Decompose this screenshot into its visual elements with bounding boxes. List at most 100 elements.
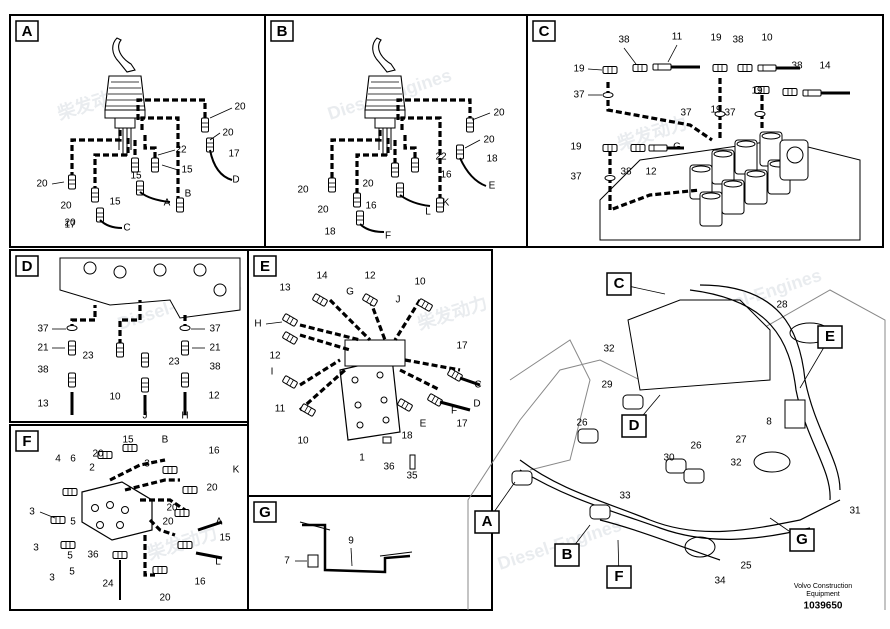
overview-callout-c: C — [614, 275, 625, 292]
hose-line — [439, 400, 471, 412]
panel-letter: B — [277, 23, 288, 40]
leader-line — [161, 164, 179, 171]
callout-c-17: 37 — [570, 172, 582, 183]
callout-c-12: 37 — [724, 108, 736, 119]
hose-fitting — [456, 144, 464, 160]
panel-letter-box — [270, 20, 294, 42]
bolt-hole — [382, 416, 390, 424]
overview-callout-a: A — [482, 513, 493, 530]
overview-number-3: 29 — [601, 380, 613, 391]
callout-c-13: 19 — [570, 142, 582, 153]
callout-e-3: 13 — [279, 283, 291, 294]
panel-letter-box — [253, 501, 277, 523]
valve-assembly — [627, 299, 771, 391]
screw-35 — [409, 454, 416, 470]
fitting — [416, 297, 434, 313]
callout-c-10: 19 — [710, 105, 722, 116]
callout-b-0: 20 — [493, 108, 505, 119]
callout-e-20: 35 — [406, 471, 418, 482]
port — [113, 265, 127, 279]
overview-callout-box-b — [554, 543, 580, 567]
callout-c-11: 37 — [680, 108, 692, 119]
dashed-hose — [143, 135, 157, 160]
fitting — [281, 374, 299, 390]
callout-a-6: 20 — [36, 179, 48, 190]
callout-a-3: 15 — [181, 165, 193, 176]
callout-c-5: 19 — [710, 33, 722, 44]
leader-line — [667, 44, 678, 63]
fitting — [152, 566, 168, 574]
hose-fitting — [356, 210, 364, 226]
fitting — [60, 541, 76, 549]
callout-d-5: 23 — [168, 357, 180, 368]
bolt-hole — [376, 371, 384, 379]
dashed-hose — [404, 358, 461, 372]
mounting-plate — [339, 357, 401, 441]
callout-c-1: 11 — [672, 32, 683, 43]
fitting — [299, 402, 317, 418]
dashed-hose — [396, 98, 472, 120]
hose-end — [802, 89, 822, 97]
elbow-fitting — [602, 66, 618, 74]
hose-fitting — [206, 137, 214, 153]
callout-a-7: 15 — [130, 171, 142, 182]
valve-spool — [711, 149, 735, 185]
callout-f-16: 3 — [33, 543, 39, 554]
callout-e-1: 12 — [364, 271, 376, 282]
callout-b-9: K — [443, 198, 450, 209]
valve-spool — [721, 179, 745, 215]
port — [116, 521, 124, 529]
fitting — [632, 64, 648, 72]
callout-e-0: 14 — [316, 271, 328, 282]
valve-spool — [744, 169, 768, 205]
hose-line — [459, 157, 487, 187]
panel-letter: C — [539, 23, 550, 40]
callout-a-12: 15 — [109, 197, 121, 208]
hose-fitting — [391, 162, 399, 178]
overview-callout-g: G — [796, 531, 808, 548]
fitting — [281, 312, 299, 328]
callout-c-4: 10 — [761, 33, 773, 44]
overview-callout-e: E — [825, 328, 835, 345]
hose-line — [209, 149, 233, 181]
valve-spool — [734, 139, 758, 175]
dashed-hose — [93, 138, 130, 190]
callout-c-16: 12 — [645, 167, 657, 178]
hose-fitting — [411, 157, 419, 173]
overview-number-11: 25 — [740, 561, 752, 572]
callout-e-2: 10 — [414, 277, 426, 288]
port — [193, 263, 207, 277]
hose-line — [689, 289, 831, 501]
panel-frame — [526, 14, 884, 248]
callout-e-7: 12 — [269, 351, 281, 362]
dashed-hose — [109, 458, 166, 482]
fitting — [630, 144, 646, 152]
callout-f-2: 20 — [92, 449, 104, 460]
overview-callout-box-f — [606, 565, 632, 589]
callout-f-4: 16 — [208, 446, 220, 457]
bolt-hole — [356, 421, 364, 429]
dashed-hose — [124, 478, 180, 492]
port — [213, 283, 227, 297]
bolt-7 — [307, 554, 319, 568]
overview-number-10: 33 — [619, 491, 631, 502]
leader-line — [209, 132, 221, 141]
callout-d-8: 38 — [209, 362, 221, 373]
port — [153, 263, 167, 277]
callout-f-0: 15 — [122, 435, 134, 446]
callout-c-0: 38 — [618, 35, 630, 46]
leader-line — [51, 181, 65, 185]
o-ring — [754, 111, 766, 117]
o-ring — [66, 325, 78, 331]
dashed-hose — [299, 323, 361, 342]
hose-fitting — [91, 187, 99, 203]
overview-number-6: 26 — [690, 441, 702, 452]
dashed-hose — [148, 518, 176, 537]
callout-a-14: C — [123, 223, 130, 234]
hose-loop — [753, 451, 791, 473]
callout-e-10: I — [271, 367, 274, 378]
callout-c-15: 38 — [620, 167, 632, 178]
